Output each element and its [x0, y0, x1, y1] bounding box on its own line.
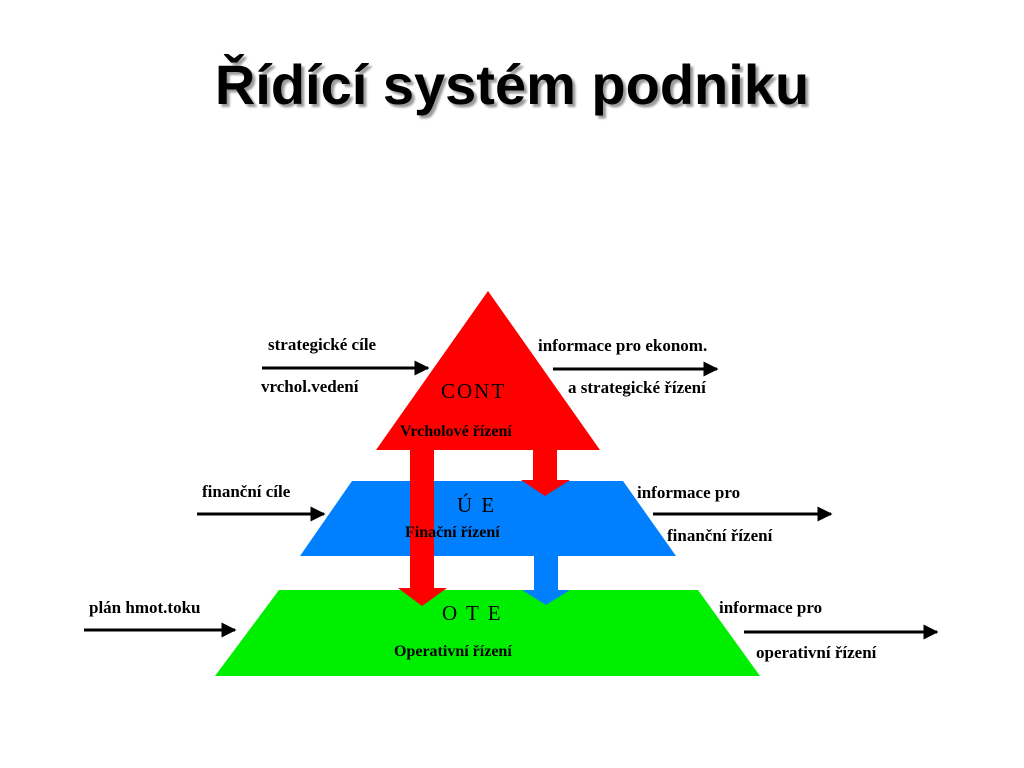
middle-output-label: informace pro [637, 483, 740, 502]
bottom-output-label-2: operativní řízení [756, 643, 877, 662]
top-input-label-2: vrchol.vedení [261, 377, 359, 396]
middle-input-label: finanční cíle [202, 482, 291, 501]
top-level-triangle [376, 291, 600, 450]
top-level-subtitle: Vrcholové řízení [400, 423, 512, 440]
red-up-down-arrow-top-to-bottom [398, 447, 447, 606]
middle-output-label-2: finanční řízení [667, 526, 773, 545]
red-down-arrow-top-to-middle [521, 448, 570, 496]
bottom-input-label: plán hmot.toku [89, 598, 200, 617]
blue-down-arrow-middle-to-bottom [522, 554, 570, 605]
middle-level-subtitle: Finační řízení [405, 524, 500, 541]
middle-level-trapezoid [300, 481, 676, 556]
slide-title: Řídící systém podniku [214, 53, 810, 116]
top-output-label: informace pro ekonom. [538, 336, 707, 355]
top-input-label: strategické cíle [268, 335, 377, 354]
bottom-output-label: informace pro [719, 598, 822, 617]
top-output-label-2: a strategické řízení [568, 378, 706, 397]
top-level-name: CONT [441, 379, 506, 403]
bottom-level-trapezoid [215, 590, 760, 676]
bottom-level-name: O T E [442, 601, 503, 625]
bottom-level-subtitle: Operativní řízení [394, 643, 512, 660]
middle-level-name: Ú E [457, 493, 496, 517]
